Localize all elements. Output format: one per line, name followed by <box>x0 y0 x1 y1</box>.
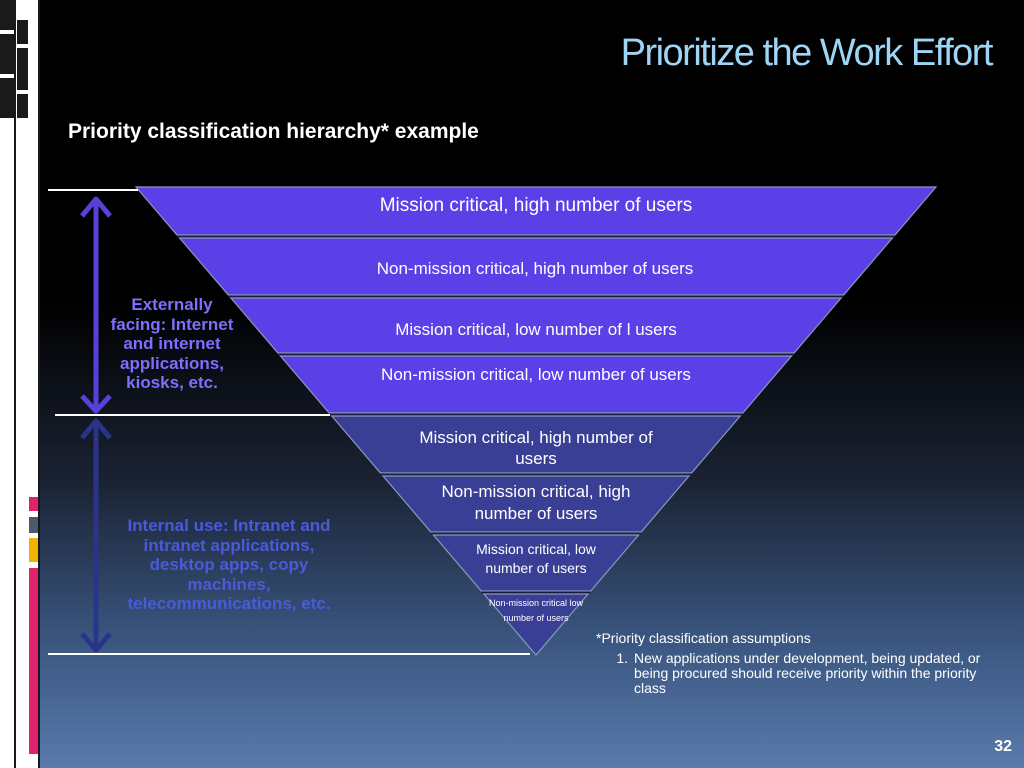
decor-line <box>38 0 40 768</box>
band-label-2: Non-mission critical, high number of use… <box>376 259 694 278</box>
pyramid-band-6 <box>381 475 691 533</box>
accent-yellow <box>29 538 38 562</box>
pyramid-band-5 <box>330 415 742 474</box>
band-label-4: Non-mission critical, low number of user… <box>381 365 691 384</box>
pyramid-band-7 <box>432 534 640 592</box>
pyramid-band-2 <box>178 237 894 296</box>
pyramid-band-8 <box>482 593 590 656</box>
internal-double-arrow <box>80 418 112 653</box>
internal-use-label: Internal use: Intranet and intranet appl… <box>127 516 331 613</box>
external-double-arrow <box>80 196 112 414</box>
left-decorative-bar <box>0 0 40 768</box>
assumptions-notes: *Priority classification assumptions 1. … <box>596 631 996 696</box>
band-label-7: Mission critical, low number of users <box>476 541 596 576</box>
decor-square <box>0 78 14 118</box>
pyramid-band-3 <box>229 297 843 354</box>
notes-item-number: 1. <box>616 650 628 666</box>
notes-heading: *Priority classification assumptions <box>596 630 811 646</box>
page-title: Prioritize the Work Effort <box>620 32 994 74</box>
external-facing-label: Externally facing: Internet and internet… <box>110 295 234 392</box>
band-label-6: Non-mission critical, high number of use… <box>441 482 631 523</box>
decor-square <box>17 20 28 44</box>
band-label-5: Mission critical, high number of users <box>419 428 653 468</box>
decor-square <box>17 94 28 118</box>
pyramid-band-4 <box>279 355 793 414</box>
page-subtitle: Priority classification hierarchy* examp… <box>68 120 479 143</box>
band-label-8: Non-mission critical low number of users <box>488 598 584 623</box>
pyramid-band-1 <box>134 186 938 236</box>
decor-square <box>17 48 28 90</box>
accent-pink <box>29 497 38 511</box>
decor-square <box>0 0 14 30</box>
band-label-1: Mission critical, high number of users <box>379 195 693 216</box>
notes-item-text: New applications under development, bein… <box>634 650 981 696</box>
accent-pink-long <box>29 568 38 754</box>
decor-line <box>14 0 16 768</box>
notes-item: 1. New applications under development, b… <box>596 651 996 696</box>
page-number: 32 <box>994 738 1012 755</box>
decor-square <box>0 34 14 74</box>
band-label-3: Mission critical, low number of l users <box>395 320 677 339</box>
accent-gray <box>29 517 38 533</box>
